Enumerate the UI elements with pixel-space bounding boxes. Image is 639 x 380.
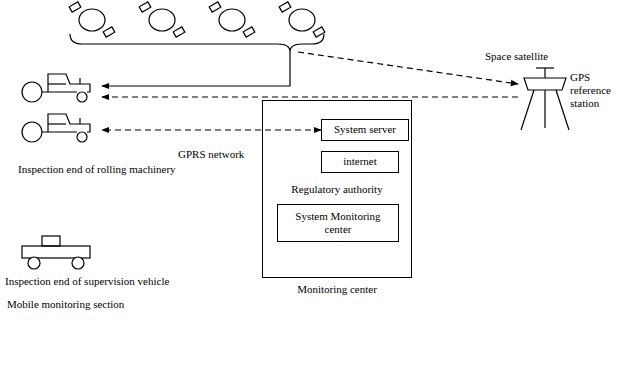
supervision-vehicle: Inspection end of supervision vehicle — [18, 235, 93, 267]
node-label: Space satellite — [485, 50, 548, 63]
supervision-vehicle — [22, 236, 90, 269]
satellite-group: Space satellite — [60, 0, 330, 52]
satellites — [69, 2, 325, 52]
process-box: System server — [321, 119, 409, 141]
monitoring-center-box: Regulatory authorityMonitoring centerSys… — [262, 100, 412, 278]
tractors — [22, 74, 90, 142]
process-box: System Monitoring center — [277, 204, 399, 242]
process-box: internet — [321, 151, 399, 173]
connector-arrow — [102, 52, 290, 86]
group-label: Mobile monitoring section — [5, 298, 126, 311]
edge-label: GPRS network — [176, 148, 246, 161]
node-label: System Monitoring center — [282, 210, 394, 236]
gps-tripod — [521, 68, 569, 130]
node-label: Inspection end of rolling machinery — [18, 163, 176, 176]
node-label: System server — [334, 123, 396, 136]
node-label: Inspection end of supervision vehicle — [5, 275, 169, 288]
node-label: Regulatory authority — [263, 183, 411, 196]
rolling-machinery: Inspection end of rolling machinery — [18, 70, 102, 142]
connector-arrow — [102, 96, 518, 97]
node-label: Monitoring center — [263, 283, 411, 296]
gps-reference-station: GPS reference station — [518, 65, 570, 132]
connector-arrow — [102, 129, 321, 130]
node-label: internet — [343, 155, 377, 168]
node-label: GPS reference station — [570, 71, 632, 111]
